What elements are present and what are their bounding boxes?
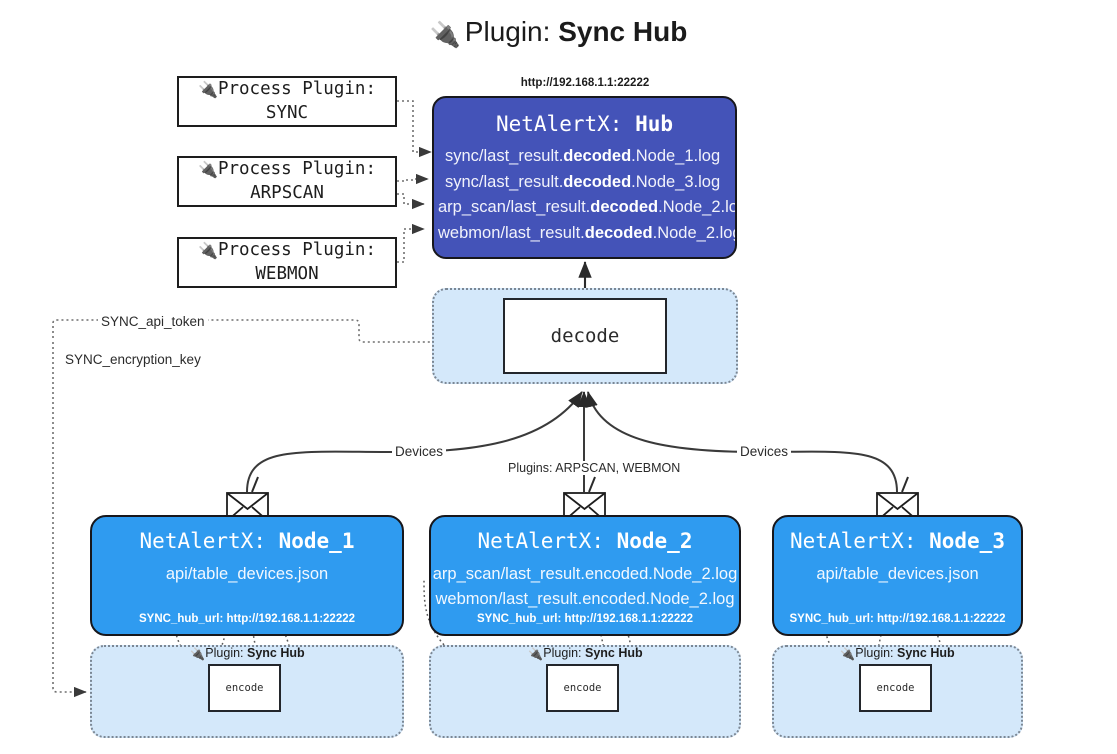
node-3-footer: SYNC_hub_url: http://192.168.1.1:22222 xyxy=(789,613,1006,625)
encode-caption-1: 🔌Plugin: Sync Hub xyxy=(190,646,305,661)
plug-icon: 🔌 xyxy=(429,21,461,49)
edge-label-devices-right: Devices xyxy=(737,444,792,459)
hub-log-line: webmon/last_result.decoded.Node_2.log xyxy=(438,223,737,242)
decode-box[interactable]: decode xyxy=(503,298,667,374)
hub-log-line: sync/last_result.decoded.Node_1.log xyxy=(445,147,721,165)
edge-label-plugins-center: Plugins: ARPSCAN, WEBMON xyxy=(505,461,684,475)
hub-title: NetAlertX: Hub xyxy=(495,112,673,136)
node-2-footer: SYNC_hub_url: http://192.168.1.1:22222 xyxy=(476,613,694,625)
plug-icon: 🔌 xyxy=(198,240,218,260)
hub-log-line: sync/last_result.decoded.Node_3.log xyxy=(445,172,721,191)
plug-icon: 🔌 xyxy=(198,79,218,99)
encode-box-2[interactable]: encode xyxy=(546,664,619,712)
plug-icon: 🔌 xyxy=(840,647,856,661)
process-plugin-webmon-line1: 🔌Process Plugin: xyxy=(198,239,376,260)
process-plugin-webmon-name: WEBMON xyxy=(255,263,319,284)
page-title: 🔌Plugin: Sync Hub xyxy=(0,16,1117,50)
node-1-line: api/table_devices.json xyxy=(165,565,329,583)
process-plugin-sync-line1: 🔌Process Plugin: xyxy=(198,78,376,99)
encode-caption-2: 🔌Plugin: Sync Hub xyxy=(528,646,643,661)
encode-box-1[interactable]: encode xyxy=(208,664,281,712)
page-title-prefix: Plugin: xyxy=(464,16,559,47)
page-title-name: Sync Hub xyxy=(558,16,688,47)
node-2-line-list: arp_scan/last_result.encoded.Node_2.log … xyxy=(431,562,739,612)
plug-icon: 🔌 xyxy=(528,647,544,661)
process-plugin-sync[interactable]: 🔌Process Plugin: SYNC xyxy=(177,76,397,127)
hub-log-line: arp_scan/last_result.decoded.Node_2.log xyxy=(438,198,735,217)
node-2-title: NetAlertX: Node_2 xyxy=(477,529,693,553)
process-plugin-arpscan-name: ARPSCAN xyxy=(250,182,324,203)
secret-label-api-token: SYNC_api_token xyxy=(98,314,208,329)
node-2[interactable]: NetAlertX: Node_2 arp_scan/last_result.e… xyxy=(429,515,741,636)
node-3[interactable]: NetAlertX: Node_3 api/table_devices.json… xyxy=(772,515,1023,636)
node-3-line: api/table_devices.json xyxy=(816,565,979,583)
encode-box-3[interactable]: encode xyxy=(859,664,932,712)
node-1-footer: SYNC_hub_url: http://192.168.1.1:22222 xyxy=(138,613,356,625)
process-plugin-webmon[interactable]: 🔌Process Plugin: WEBMON xyxy=(177,237,397,288)
node-1-line-list: api/table_devices.json xyxy=(92,562,402,587)
process-plugin-arpscan[interactable]: 🔌Process Plugin: ARPSCAN xyxy=(177,156,397,207)
process-plugin-arpscan-line1: 🔌Process Plugin: xyxy=(198,158,376,179)
edge-label-devices-left: Devices xyxy=(392,444,447,459)
hub-node[interactable]: NetAlertX: Hub sync/last_result.decoded.… xyxy=(432,96,737,259)
hub-log-list: sync/last_result.decoded.Node_1.log sync… xyxy=(434,144,735,246)
plug-icon: 🔌 xyxy=(190,647,206,661)
node-2-line: webmon/last_result.encoded.Node_2.log xyxy=(435,589,735,608)
node-3-line-list: api/table_devices.json xyxy=(774,562,1021,587)
node-1-title: NetAlertX: Node_1 xyxy=(139,529,355,553)
node-3-title: NetAlertX: Node_3 xyxy=(790,529,1005,553)
node-2-line: arp_scan/last_result.encoded.Node_2.log xyxy=(432,565,738,583)
hub-url-label: http://192.168.1.1:22222 xyxy=(520,77,650,89)
secret-label-encryption-key: SYNC_encryption_key xyxy=(62,352,204,367)
node-1[interactable]: NetAlertX: Node_1 api/table_devices.json… xyxy=(90,515,404,636)
process-plugin-sync-name: SYNC xyxy=(265,102,309,123)
plug-icon: 🔌 xyxy=(198,159,218,179)
encode-caption-3: 🔌Plugin: Sync Hub xyxy=(840,646,955,661)
